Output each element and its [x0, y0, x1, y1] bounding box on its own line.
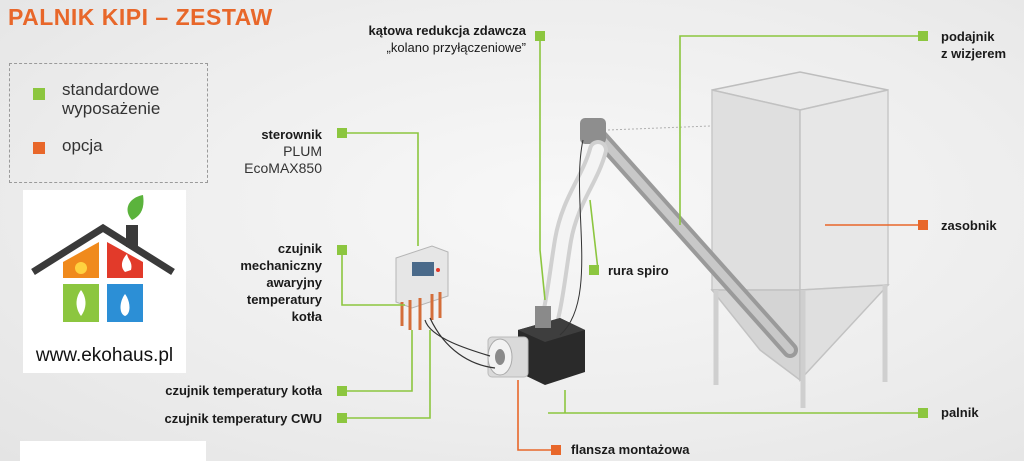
legend-box: standardowe wyposażenie opcja	[9, 63, 208, 183]
label-sterownik-title: sterownik	[261, 127, 322, 142]
label-rura-spiro: rura spiro	[608, 263, 669, 278]
label-czujnik-temperatury-kotla: czujnik temperatury kotła	[165, 383, 322, 398]
legend-option-label: opcja	[62, 136, 103, 155]
legend-standard-label: standardowe wyposażenie	[62, 80, 161, 118]
label-sterownik: sterownik PLUM EcoMAX850	[220, 126, 322, 177]
label-podajnik: podajnik z wizjerem	[941, 29, 1007, 61]
label-czujnik-temperatury-cwu: czujnik temperatury CWU	[164, 411, 322, 426]
legend-standard-swatch	[33, 88, 45, 100]
sterownik-controller	[395, 139, 584, 369]
logo-url-text: www.ekohaus.pl	[35, 345, 174, 366]
callout-lines-standard	[340, 35, 920, 419]
ekohaus-logo: www.ekohaus.pl	[23, 190, 186, 373]
label-flansza: flansza montażowa	[571, 442, 690, 457]
palnik-burner	[487, 306, 585, 385]
legend-option-swatch	[33, 142, 45, 154]
podajnik-tube	[580, 118, 798, 358]
zasobnik-hopper	[710, 71, 890, 408]
label-zasobnik: zasobnik	[941, 218, 997, 233]
label-czujnik-mechaniczny: czujnik mechaniczny awaryjny temperatury…	[240, 241, 322, 324]
page-title: PALNIK KIPI – ZESTAW	[8, 4, 273, 30]
white-strip	[20, 441, 206, 461]
label-katowa-title: kątowa redukcja zdawcza	[368, 23, 526, 38]
marker-squares	[337, 31, 928, 455]
label-katowa-redukcja: kątowa redukcja zdawcza „kolano przyłącz…	[335, 22, 526, 56]
house-logo-icon	[31, 195, 175, 322]
label-sterownik-sub: PLUM EcoMAX850	[244, 143, 322, 176]
callout-lines-option	[517, 224, 922, 451]
label-palnik: palnik	[941, 405, 979, 420]
label-katowa-sub: „kolano przyłączeniowe”	[386, 40, 526, 55]
